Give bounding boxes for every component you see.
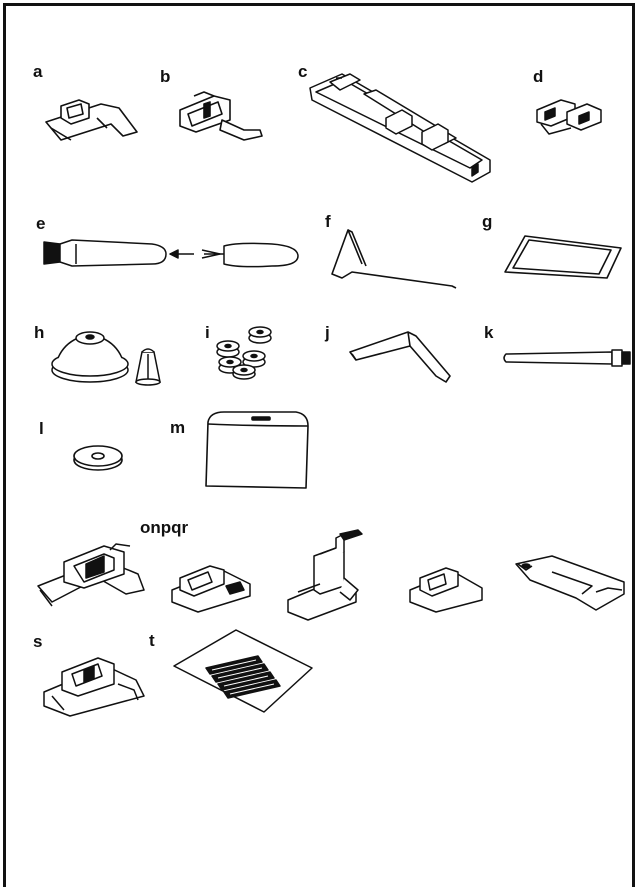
label-h: h [34,323,45,342]
label-m: m [170,418,186,437]
label-a: a [33,62,43,81]
button-sewing-foot-icon [531,94,609,142]
label-s: s [33,632,43,651]
spool-cap-and-holder-icon [50,324,170,386]
satin-stitch-foot-icon [168,556,256,614]
brush-and-seam-ripper-icon [42,234,302,276]
label-k: k [484,323,494,342]
spool-pin-felt-icon [72,444,124,472]
spool-pin-icon [504,346,632,370]
label-c: c [298,62,308,81]
label-onpqr: onpqr [140,518,189,537]
overcasting-foot-icon [34,542,152,618]
bobbins-icon [214,326,276,384]
accessories-panel: a b c d [3,3,635,887]
screwdriver-icon [346,328,454,386]
edge-quilting-guide-icon [330,228,460,292]
needle-pack-icon [503,234,623,280]
zipper-foot-icon [174,86,269,148]
open-toe-foot-icon [40,646,150,718]
label-e: e [36,214,46,233]
label-t: t [149,631,155,650]
label-b: b [160,67,171,86]
label-j: j [325,323,330,342]
label-l: l [39,419,44,438]
zigzag-presser-foot-icon [41,88,141,150]
label-f: f [325,212,331,231]
darning-foot-icon [284,530,368,624]
dust-cover-icon [204,408,314,490]
label-g: g [482,212,493,231]
label-i: i [205,323,210,342]
hemmer-foot-icon [512,554,628,614]
twin-needle-pack-icon [172,628,314,714]
blind-hem-foot-icon [406,556,486,614]
label-d: d [533,67,544,86]
buttonhole-foot-icon [306,68,494,188]
